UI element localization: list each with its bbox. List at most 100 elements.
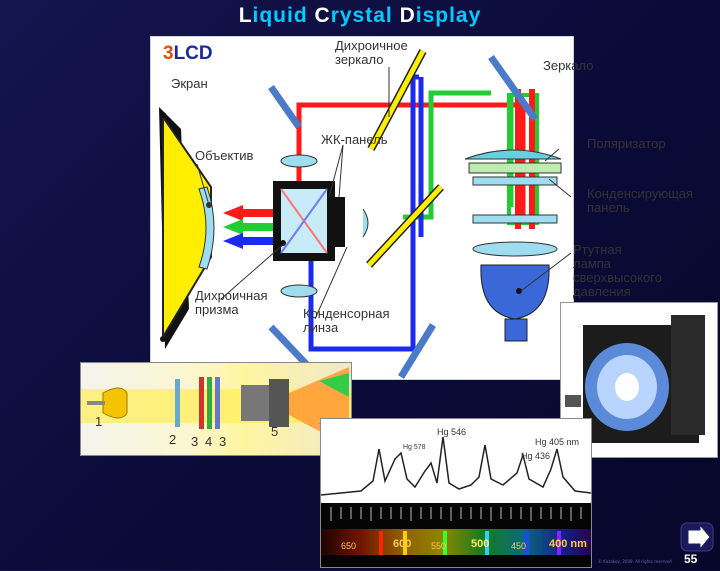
peak-label-405: Hg 405 nm (535, 437, 580, 447)
peak-label-436: Hg 436 (521, 451, 551, 461)
leader-prism (220, 242, 286, 300)
emission-line-yellow (403, 531, 407, 555)
lamp-lens (472, 241, 558, 257)
leader-lamp (520, 252, 572, 292)
apparatus-label-2: 2 (169, 432, 177, 447)
screen-dot-bottom (160, 336, 166, 342)
lamp-handle (565, 395, 581, 407)
polarizer (464, 149, 562, 160)
emission-line-blue (525, 531, 529, 555)
red-arrow-head (223, 205, 243, 221)
prism-diagonal-2 (280, 188, 328, 254)
lamp-source (102, 387, 128, 419)
spectroscope-drawing (81, 367, 351, 447)
spectrum-graph (320, 436, 592, 567)
filter-green (207, 377, 212, 429)
condenser-lens-top (280, 154, 318, 168)
tag-number: 3 (163, 43, 174, 64)
apparatus-label-4: 4 (205, 434, 213, 449)
lamp-photo (560, 302, 718, 458)
emission-line-green (443, 531, 447, 555)
scale-label-650: 650 (341, 541, 357, 551)
slide-title: Liquid Crystal Display (0, 4, 720, 28)
peak-label-546: Hg 546 (437, 427, 467, 437)
title-word-iquid: iquid (252, 4, 308, 27)
lamp-side-panel (671, 315, 705, 435)
apparatus-label-1: 1 (95, 414, 103, 429)
scale-label-400: 400 nm (549, 538, 587, 550)
leader-lens (196, 163, 210, 206)
tag-text: LCD (173, 43, 213, 64)
blue-light-path (308, 74, 419, 352)
scale-label-600: 600 (393, 538, 412, 550)
label-polarizer: Поляризатор (587, 136, 666, 151)
mirror-bottom-right (398, 323, 436, 379)
label-lens: Объектив (195, 148, 254, 163)
spectrum-green (319, 373, 349, 397)
collimator-lens (175, 379, 180, 427)
filter-blue (215, 377, 220, 429)
objective-barrel (269, 379, 289, 427)
title-word-rystal: rystal (330, 4, 393, 27)
leader-condenser (314, 246, 348, 320)
spectrum-curve (320, 436, 592, 496)
lamp-bulb-core (615, 373, 639, 401)
leader-lc (328, 144, 344, 198)
peak-label-578: Hg 578 (403, 444, 426, 451)
scale-label-550: 550 (431, 541, 447, 551)
dichroic-mirror-1 (368, 49, 426, 151)
optical-path-drawing (159, 49, 572, 379)
diagram-tag: 3LCD (163, 43, 213, 65)
spectrum-band (321, 529, 591, 555)
lamp-module-picture (565, 315, 705, 443)
filter-red (199, 377, 204, 429)
label-dichroic-mirror: Дихроичное зеркало (335, 38, 408, 67)
leader-condensing (548, 178, 572, 198)
lcd-projector-diagram: 3LCD Экран Дихроичное зеркало Зеркало ЖК… (150, 36, 693, 380)
apparatus-label-5: 5 (271, 424, 279, 439)
next-slide-arrow-icon[interactable] (680, 522, 714, 552)
blue-arrow-head (223, 233, 243, 249)
copyright-text: © Kazakov, 2009. All rights reserved (598, 559, 672, 564)
objective-body (241, 385, 269, 421)
mirror-top-left (268, 84, 302, 130)
mercury-spectrum-panel: Hg 546 Hg 578 Hg 405 nm Hg 436 650 600 5… (320, 418, 592, 568)
label-condensing-panel: Конденсирующая панель (587, 186, 694, 215)
condenser-lens-right (362, 208, 369, 238)
mercury-lamp-base (504, 318, 528, 342)
lamp-dot (516, 288, 522, 294)
label-lc-panel: ЖК-панель (321, 132, 388, 147)
condensing-panel-1 (472, 176, 558, 186)
green-arrow-shaft (243, 223, 279, 231)
emission-line-cyan (485, 531, 489, 555)
green-arrow-head (223, 219, 243, 235)
label-dichroic-prism: Дихроичная призма (195, 288, 268, 317)
emission-line-violet (557, 531, 561, 555)
title-cap-l: L (238, 4, 253, 27)
title-word-isplay: isplay (415, 4, 482, 27)
condensing-panel-2 (472, 214, 558, 224)
apparatus-label-3a: 3 (191, 434, 199, 449)
leader-polarizer (544, 148, 560, 162)
spectroscope-apparatus: 1 2 3 4 3 5 (80, 362, 352, 456)
polarizer-base (468, 162, 562, 174)
page-number: 55 (684, 552, 698, 566)
emission-line-red (379, 531, 383, 555)
condenser-lens-bottom (280, 284, 318, 298)
title-cap-c: C (314, 4, 331, 27)
mercury-lamp-reflector (480, 264, 550, 320)
leader-lc-2 (338, 144, 344, 198)
dichroic-mirror-2 (367, 185, 443, 267)
scale-label-450: 450 (511, 541, 527, 551)
blue-arrow-shaft (243, 237, 279, 245)
mirror-bottom-left (268, 324, 312, 370)
scale-label-500: 500 (471, 538, 490, 550)
label-mercury-lamp: Ртутная лампа сверхвысокого давления (573, 242, 662, 299)
lamp-rod (87, 401, 105, 405)
prism-dot (280, 240, 286, 246)
apparatus-label-3b: 3 (219, 434, 227, 449)
label-condenser-lens: Конденсорная линза (303, 306, 390, 335)
label-mirror: Зеркало (543, 58, 594, 73)
title-cap-d: D (399, 4, 416, 27)
lc-panel-right (335, 197, 345, 247)
